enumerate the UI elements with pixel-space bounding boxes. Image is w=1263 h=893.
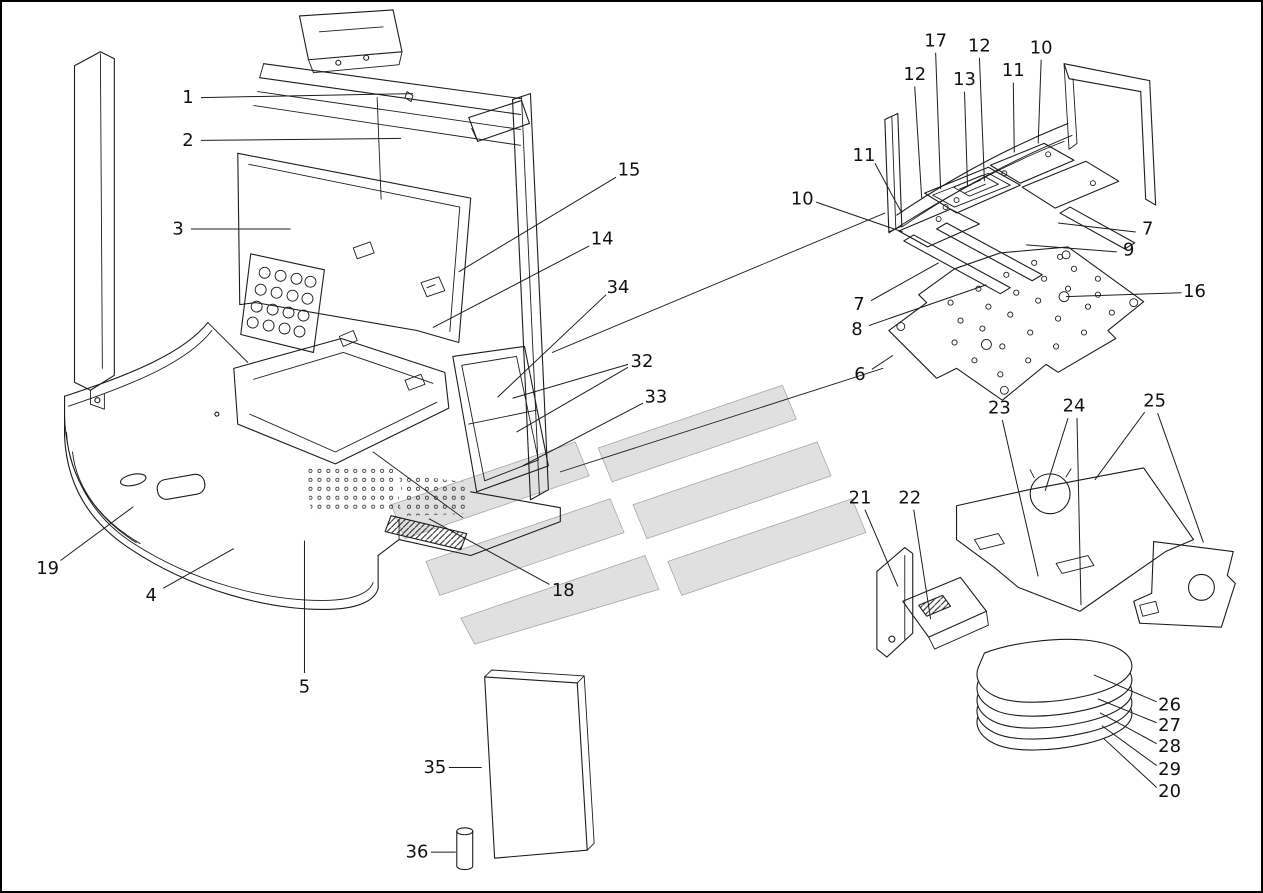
callout-leader-11 [1012,82,1015,153]
callout-label-11: 11 [853,145,876,166]
callout-leader-28 [1099,712,1157,745]
callout-leader-13 [964,91,968,186]
callout-leader-20 [1103,738,1157,788]
callout-label-5: 5 [299,676,310,697]
callout-leader-1 [200,93,413,99]
callout-leader-10 [816,201,903,233]
callout-label-10: 10 [1030,37,1053,58]
insulation-panel-drawing [484,669,595,859]
callout-leader-10 [1037,59,1042,144]
callout-leader-2 [200,137,402,141]
watermark-logo [390,384,867,645]
callout-leader-33 [522,402,644,467]
floor-assembly-drawing [884,63,1157,401]
callout-leader-7 [870,262,939,302]
callout-label-2: 2 [182,130,193,151]
callout-leader-22 [913,509,932,620]
callout-label-23: 23 [988,398,1011,419]
callout-leader-9 [1026,244,1117,253]
callout-label-21: 21 [849,487,872,508]
callout-leader-32 [516,366,629,433]
callout-leader-26 [1093,674,1157,703]
callout-label-32: 32 [631,351,654,372]
callout-leader-15 [458,176,617,273]
callout-label-7: 7 [853,294,864,315]
floor-mats-drawing [876,467,1236,751]
callout-label-4: 4 [145,585,156,606]
callout-label-28: 28 [1158,736,1181,757]
callout-label-22: 22 [898,487,921,508]
callout-leader-27 [1097,698,1157,724]
callout-label-14: 14 [591,228,614,249]
callout-label-13: 13 [953,69,976,90]
callout-label-7: 7 [1142,218,1153,239]
callout-leader-6 [871,354,894,370]
callout-label-12: 12 [903,64,926,85]
callout-label-35: 35 [423,757,446,778]
callout-leader-25 [1157,412,1204,543]
callout-label-6: 6 [854,364,865,385]
callout-label-27: 27 [1158,715,1181,736]
callout-leader-7 [1058,222,1136,233]
callout-leader-24 [1044,417,1069,491]
callout-leader-32 [512,363,629,399]
callout-label-25: 25 [1143,391,1166,412]
callout-label-36: 36 [406,842,429,863]
callout-leader-21 [864,509,899,587]
callout-leader-11 [874,163,903,214]
callout-label-20: 20 [1158,781,1181,802]
callout-label-26: 26 [1158,694,1181,715]
callout-leader-12 [914,86,923,199]
callout-label-19: 19 [36,558,59,579]
cylinder-part-drawing [456,827,474,871]
callout-label-18: 18 [552,580,575,601]
callout-leader-18 [428,518,550,585]
callout-leader-24 [1076,418,1082,606]
callout-leader-17 [935,52,942,190]
callout-label-17: 17 [924,30,947,51]
callout-label-29: 29 [1158,759,1181,780]
callout-label-8: 8 [851,319,862,340]
callout-label-3: 3 [172,218,183,239]
callout-leader-34 [497,294,607,398]
callout-leader-19 [60,506,134,561]
cab-structure-drawing [64,9,886,610]
callout-leader-8 [868,284,987,327]
callout-leader-23 [1001,420,1039,577]
callout-label-1: 1 [182,87,193,108]
callout-label-12: 12 [968,35,991,56]
callout-label-24: 24 [1063,396,1086,417]
callout-label-10: 10 [791,189,814,210]
callout-label-15: 15 [618,160,641,181]
callout-leader-14 [432,245,590,328]
callout-label-16: 16 [1183,281,1206,302]
callout-label-34: 34 [607,277,630,298]
callout-label-9: 9 [1123,239,1134,260]
callout-leader-12 [978,57,985,182]
callout-label-33: 33 [644,387,667,408]
callout-label-11: 11 [1002,60,1025,81]
callout-leader-29 [1101,725,1157,766]
callout-leader-16 [1066,292,1182,298]
callout-leader-25 [1094,411,1146,481]
callout-leader-4 [162,548,235,589]
